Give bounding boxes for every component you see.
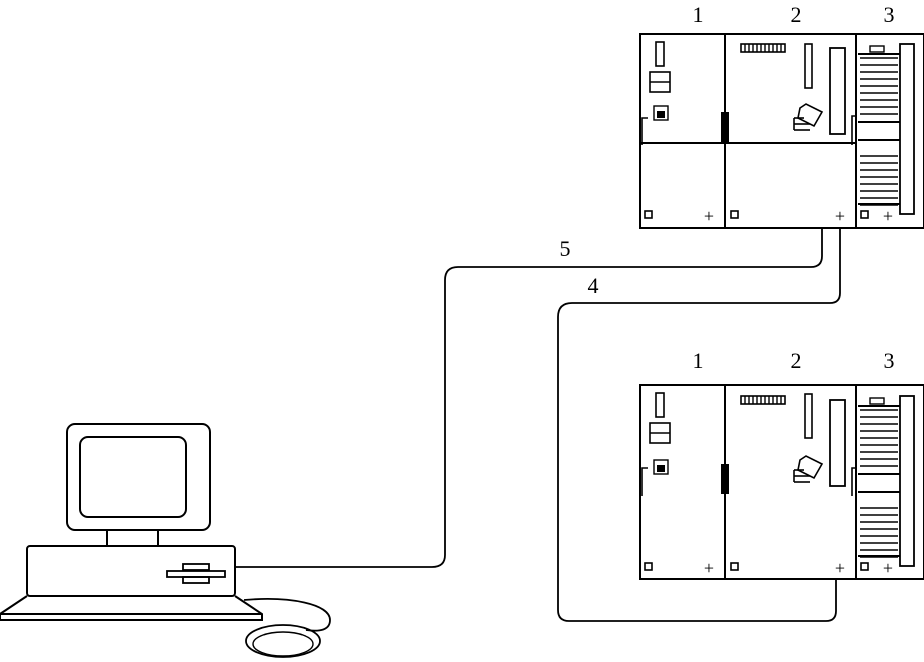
rack-top-label-2: 2 [791,2,802,27]
rack-bottom-label-1: 1 [693,348,704,373]
mouse-cable [243,598,331,632]
rack-top-module-3-io [858,43,915,219]
rack-bottom-plus-1: + [704,558,714,578]
monitor-screen [79,436,187,518]
rack-top-module-1-power-supply [641,41,729,219]
rack-bottom-label-3: 3 [884,348,895,373]
computer-base [0,595,263,621]
rack-bottom-connector-bar [721,464,729,494]
rack-bottom-module-2-square-icon [730,562,739,571]
cable-5-label: 5 [560,236,571,261]
rack-bottom-frame [639,384,924,580]
rack-top-label-1: 1 [693,2,704,27]
rack-top-module-2-cpu [730,43,856,219]
rack-top-module-1-square-icon [644,210,653,219]
cable-5 [236,228,823,568]
rack-top-label-3: 3 [884,2,895,27]
floppy-drive-icon [166,563,226,584]
rack-top-frame [639,33,924,229]
personal-computer [0,423,331,658]
cable-4-label: 4 [588,273,599,298]
key-switch-icon [793,455,824,483]
rack-top-plus-3: + [883,206,893,226]
key-switch-icon [793,103,824,131]
rack-top-connector-bar [721,112,729,142]
rack-top-module-3-square-icon [860,210,869,219]
rack-bottom-module-2-cpu [730,393,856,571]
monitor-icon [66,423,211,531]
plc-rack-bottom: 1 2 3 + + + [639,348,924,580]
rack-top-plus-1: + [704,206,714,226]
rack-bottom-module-1-square-icon [644,562,653,571]
rack-top-plus-2: + [835,206,845,226]
rack-bottom-plus-2: + [835,558,845,578]
plc-rack-top: 1 2 3 + + + [639,2,924,229]
rack-bottom-module-3-square-icon [860,562,869,571]
rack-bottom-module-3-io [858,395,915,571]
cable-4 [557,228,841,622]
rack-bottom-plus-3: + [883,558,893,578]
rack-bottom-label-2: 2 [791,348,802,373]
rack-bottom-module-1-power-supply [641,392,729,571]
computer-case [26,545,236,597]
mouse-icon [245,624,321,658]
rack-top-module-2-square-icon [730,210,739,219]
